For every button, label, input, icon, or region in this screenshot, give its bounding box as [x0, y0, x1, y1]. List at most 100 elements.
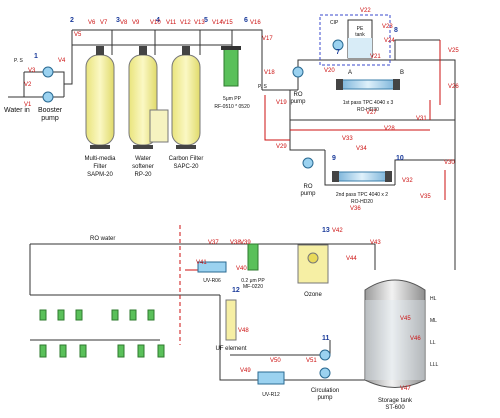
valve-v42: V42	[332, 228, 343, 234]
valve-v17: V17	[262, 36, 273, 42]
valve-v19: V19	[276, 100, 287, 106]
tank-level-LL: LL	[430, 340, 436, 346]
valve-v29: V29	[276, 144, 287, 150]
carbon-label-line-0: Carbon Filter	[169, 156, 204, 162]
ro-water-label: RO water	[90, 236, 115, 242]
final-filter-label-line-1: MF-0220	[243, 284, 263, 290]
valve-v13: V13	[194, 20, 205, 26]
valve-v36: V36	[350, 206, 361, 212]
valve-v11: V11	[166, 20, 177, 26]
mmf-label-line-0: Multi-media	[84, 156, 116, 162]
ozone-label: Ozone	[304, 292, 322, 298]
final-filter	[247, 243, 259, 271]
water-in-label: Water in	[4, 107, 30, 114]
valve-v1: V1	[24, 102, 32, 108]
ro1-label-line-1: RO-HD30	[357, 107, 379, 113]
valve-v7: V7	[100, 20, 108, 26]
valve-v39: V39	[240, 240, 251, 246]
marker-1: 1	[34, 53, 38, 60]
softener-label-line-0: Water	[135, 156, 151, 162]
marker-12: 12	[232, 287, 240, 294]
final-filter-label-line-0: 0.2 μm PP	[241, 278, 265, 284]
valve-v26: V26	[448, 84, 459, 90]
ro-pump-2-label-line-0: RO	[304, 184, 313, 190]
valve-v31: V31	[416, 116, 427, 122]
carbon-filter	[171, 46, 201, 149]
valve-v21: V21	[370, 54, 381, 60]
valve-v49: V49	[240, 368, 251, 374]
valve-v9: V9	[132, 20, 140, 26]
valve-v4: V4	[58, 58, 66, 64]
valve-v48: V48	[238, 328, 249, 334]
valve-v20: V20	[324, 68, 335, 74]
marker-7: 7	[336, 49, 340, 56]
cartridge-label-line-1: RF-0510 * 0520	[214, 104, 250, 110]
softener-label-line-1: softener	[132, 164, 154, 170]
pe-tank-label-line-1: tank	[355, 32, 365, 38]
valve-v14: V14	[212, 20, 223, 26]
cartridge-filter	[221, 46, 241, 87]
mmf-label-line-1: Filter	[93, 164, 106, 170]
valve-v15: V15	[222, 20, 233, 26]
valve-v24: V24	[384, 38, 395, 44]
valve-v43: V43	[370, 240, 381, 246]
valve-v47: V47	[400, 386, 411, 392]
storage-tank	[364, 279, 426, 388]
valve-v30: V30	[444, 160, 455, 166]
valve-v34: V34	[356, 146, 367, 152]
valve-v32: V32	[402, 178, 413, 184]
booster-pump-label-line-1: pump	[41, 115, 59, 122]
cip-label: CIP	[330, 20, 339, 26]
uv2-label: UV-R12	[262, 392, 280, 398]
ps-2-label: P. S	[258, 84, 267, 90]
valve-v23: V23	[382, 24, 393, 30]
valve-v33: V33	[342, 136, 353, 142]
point-b-label: B	[400, 70, 404, 76]
water-softener	[128, 46, 169, 149]
ro2-label-line-0: 2nd pass TPC 4040 x 2	[336, 192, 388, 198]
marker-11: 11	[322, 335, 330, 342]
marker-5: 5	[204, 17, 208, 24]
point-a-label: A	[348, 70, 352, 76]
valve-v41: V41	[196, 260, 207, 266]
multimedia-filter	[85, 46, 115, 149]
valve-v37: V37	[208, 240, 219, 246]
pe-tank	[347, 19, 373, 59]
uv1-label: UV-R06	[203, 278, 221, 284]
ro-pump-1-label-line-0: RO	[294, 92, 303, 98]
valve-v46: V46	[410, 336, 421, 342]
dispensing-taps	[39, 309, 165, 358]
softener-label-line-2: RP-20	[134, 172, 152, 178]
valve-v2: V2	[24, 82, 32, 88]
storage-tank-label-line-0: Storage tank	[378, 398, 413, 404]
marker-10: 10	[396, 155, 404, 162]
valve-v10: V10	[150, 20, 161, 26]
valve-v16: V16	[250, 20, 261, 26]
marker-8: 8	[394, 27, 398, 34]
ro1-label-line-0: 1st pass TPC 4040 x 3	[343, 100, 394, 106]
valve-v40: V40	[236, 266, 247, 272]
circ-pump-label-line-1: pump	[317, 395, 333, 401]
ro-vessel-1	[336, 79, 400, 90]
valve-v6: V6	[88, 20, 96, 26]
tank-level-HL: HL	[430, 296, 437, 302]
ps-1-label: P. S	[14, 58, 23, 64]
circ-pump-label-line-0: Circulation	[311, 388, 339, 394]
uf-element	[225, 299, 237, 341]
valve-v38: V38	[230, 240, 241, 246]
carbon-label-line-1: SAPC-20	[173, 164, 199, 170]
valve-v3: V3	[28, 68, 36, 74]
valve-v25: V25	[448, 48, 459, 54]
ro2-label-line-1: RO-HD20	[351, 199, 373, 205]
ro-pump-2-label-line-1: pump	[300, 191, 316, 197]
valve-v44: V44	[346, 256, 357, 262]
pumps	[42, 39, 344, 379]
tank-level-ML: ML	[430, 318, 437, 324]
ozone-generator	[297, 244, 329, 284]
marker-3: 3	[116, 17, 120, 24]
ro-pump-1-label-line-1: pump	[290, 99, 306, 105]
valve-v50: V50	[270, 358, 281, 364]
pipe-network	[8, 29, 456, 381]
